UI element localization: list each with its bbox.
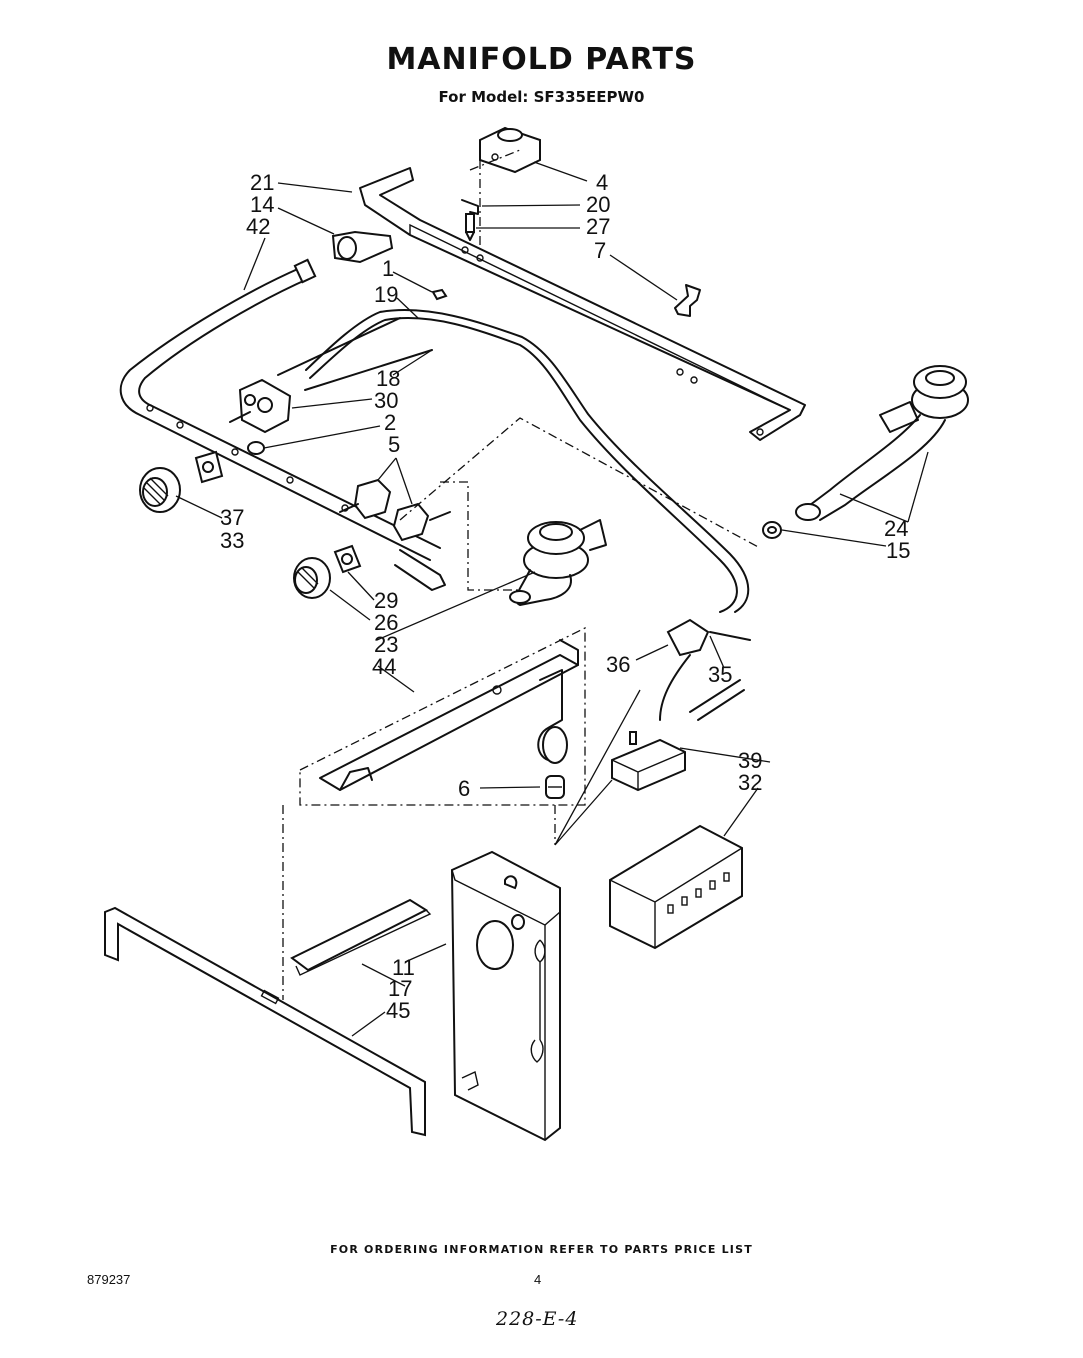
callout-32: 32 [738, 770, 762, 795]
box-32 [609, 824, 743, 950]
leader-lines [175, 161, 929, 1037]
callout-37: 37 [220, 505, 244, 530]
handwritten-note: 228-E-4 [496, 1308, 579, 1330]
callout-26: 26 [374, 610, 398, 635]
callout-20: 20 [586, 192, 610, 217]
page-title: MANIFOLD PARTS [386, 42, 697, 77]
model-subtitle: For Model: SF335EEPW0 [438, 88, 645, 106]
callout-42: 42 [246, 214, 270, 239]
callout-33: 33 [220, 528, 244, 553]
fitting-15 [762, 521, 782, 539]
knob-33 [139, 467, 181, 513]
ordering-info-footer: FOR ORDERING INFORMATION REFER TO PARTS … [330, 1243, 753, 1256]
bracket-17 [290, 898, 432, 976]
manifold-pipe-42 [119, 258, 441, 561]
burner-23 [509, 519, 607, 606]
callout-7: 7 [594, 238, 606, 263]
callout-18: 18 [376, 366, 400, 391]
callout-4: 4 [596, 170, 608, 195]
top-burner-valve-4 [479, 126, 541, 174]
knob-26 [293, 557, 331, 599]
callout-29: 29 [374, 588, 398, 613]
valve-5-right [392, 502, 451, 542]
callout-23: 23 [374, 632, 398, 657]
callout-30: 30 [374, 388, 398, 413]
callout-27: 27 [586, 214, 610, 239]
callout-19: 19 [374, 282, 398, 307]
callout-14: 14 [250, 192, 274, 217]
page-number: 4 [534, 1272, 542, 1287]
document-number: 879237 [87, 1272, 131, 1287]
tube-18 [277, 317, 433, 391]
bezel-37 [194, 450, 224, 484]
spark-module-39 [611, 731, 686, 792]
callout-1: 1 [382, 256, 394, 281]
callout-39: 39 [738, 748, 762, 773]
callout-21: 21 [250, 170, 274, 195]
callout-44: 44 [372, 654, 396, 679]
callout-15: 15 [886, 538, 910, 563]
orifice-holder-20 [461, 199, 479, 241]
gas-tube-19 [305, 309, 750, 613]
orifice-6 [545, 775, 565, 799]
callout-5: 5 [388, 432, 400, 457]
front-bar-45 [104, 906, 426, 1137]
callout-36: 36 [606, 652, 630, 677]
callout-35: 35 [708, 662, 732, 687]
valve-30 [229, 378, 292, 434]
valve-5-left [339, 478, 392, 520]
callout-24: 24 [884, 516, 908, 541]
burner-24 [795, 365, 969, 521]
oven-burner-44 [299, 626, 586, 806]
callout-labels: 21 14 42 1 19 4 20 27 7 18 30 2 5 37 33 … [220, 170, 910, 1023]
bezel-29 [333, 544, 362, 574]
callout-2: 2 [384, 410, 396, 435]
clip-1 [431, 288, 448, 301]
shield-panel-11 [450, 850, 561, 1142]
callout-17: 17 [388, 976, 412, 1001]
bracket-7 [674, 284, 701, 317]
callout-45: 45 [386, 998, 410, 1023]
callout-6: 6 [458, 776, 470, 801]
callout-11: 11 [392, 955, 415, 980]
tube-35 [689, 679, 745, 721]
bracket-14 [331, 230, 394, 264]
manifold-bracket [359, 167, 806, 441]
washer-2 [247, 441, 265, 455]
igniter-36 [659, 618, 751, 721]
valve-bracket [394, 549, 446, 591]
